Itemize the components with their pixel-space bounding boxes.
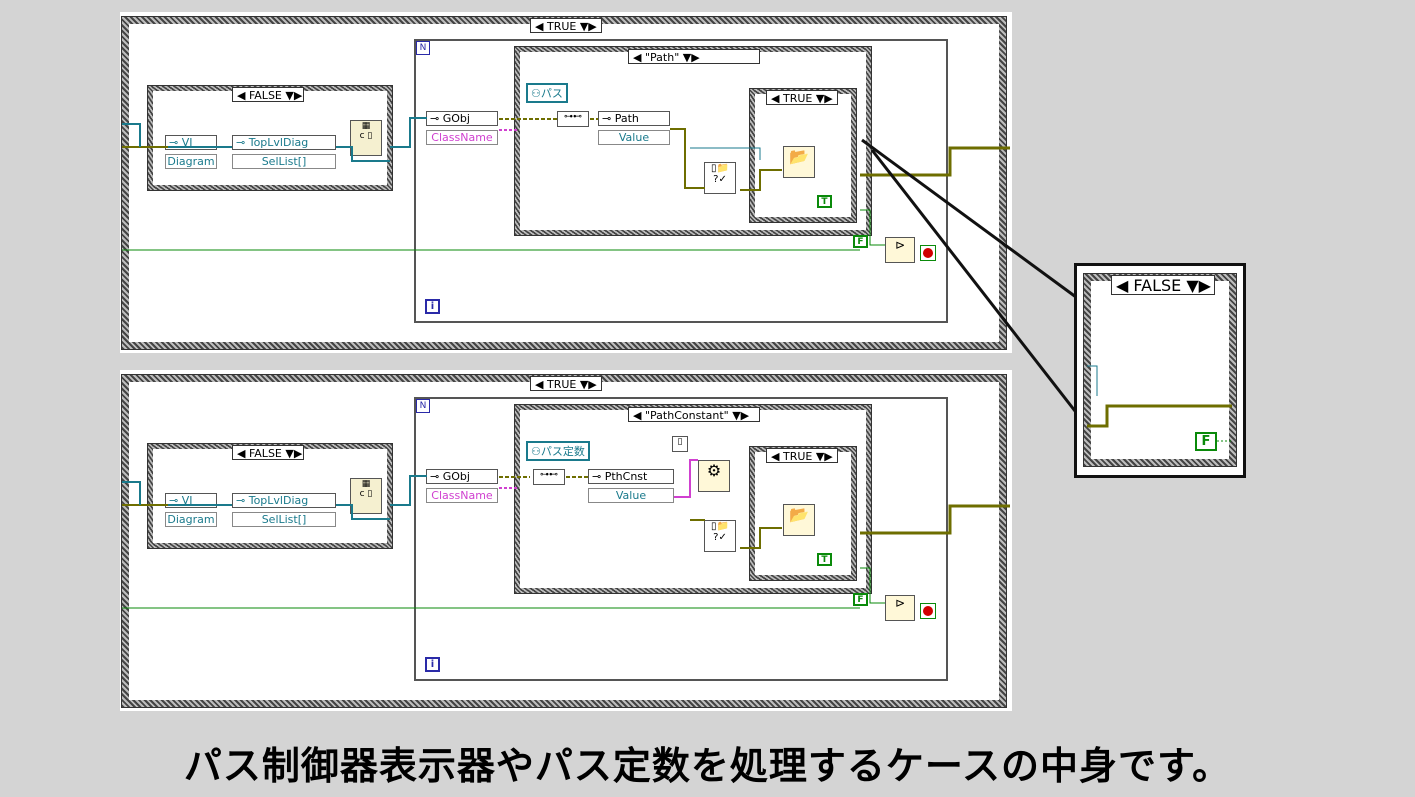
- false-constant: F: [853, 235, 868, 248]
- true-case-selector[interactable]: ◀ TRUE ▼▶: [766, 90, 838, 105]
- stop-terminal-icon: [920, 245, 936, 261]
- false-constant: F: [853, 593, 868, 606]
- true-case-selector[interactable]: ◀ TRUE ▼▶: [766, 448, 838, 463]
- inset-wires: [1087, 365, 1232, 442]
- true-constant: T: [817, 553, 832, 566]
- inner-false-selector[interactable]: ◀ FALSE ▼▶: [232, 445, 304, 460]
- caption-text: パス制御器表示器やパス定数を処理するケースの中身です。: [183, 744, 1232, 788]
- path-check-icon: ▯📁?✓: [704, 162, 736, 194]
- top-diagram-panel: ◀ TRUE ▼▶ ◀ FALSE ▼▶ ⊸ VI Diagram ⊸ TopL…: [120, 12, 1012, 353]
- array-index-icon: ▦c ▯: [350, 478, 382, 514]
- outer-case-selector[interactable]: ◀ TRUE ▼▶: [530, 18, 602, 33]
- inset-case-frame: [1083, 273, 1237, 467]
- class-constant: ⚇パス: [526, 83, 568, 103]
- class-constant: ⚇パス定数: [526, 441, 590, 461]
- bottom-diagram-panel: ◀ TRUE ▼▶ ◀ FALSE ▼▶ ⊸ VI Diagram ⊸ TopL…: [120, 370, 1012, 711]
- gobj-node[interactable]: ⊸ GObj: [426, 469, 498, 484]
- vi-diagram-property[interactable]: Diagram: [165, 512, 217, 527]
- path-node[interactable]: ⊸ Path: [598, 111, 670, 126]
- path-value-property[interactable]: Value: [588, 488, 674, 503]
- inset-false-constant: F: [1195, 432, 1217, 451]
- path-check-icon: ▯📁?✓: [704, 520, 736, 552]
- classname-property[interactable]: ClassName: [426, 130, 498, 145]
- pthcnst-node[interactable]: ⊸ PthCnst: [588, 469, 674, 484]
- class-case-selector[interactable]: ◀ "Path" ▼▶: [628, 49, 760, 64]
- true-constant: T: [817, 195, 832, 208]
- or-gate-icon: ⊳: [885, 237, 915, 263]
- toplvldiag-node[interactable]: ⊸ TopLvlDiag: [232, 135, 336, 150]
- loop-count-terminal: N: [416, 41, 430, 55]
- inset-case-selector[interactable]: ◀ FALSE ▼▶: [1111, 275, 1215, 295]
- loop-index-terminal: i: [425, 657, 440, 672]
- sellist-property[interactable]: SelList[]: [232, 512, 336, 527]
- vi-diagram-property[interactable]: Diagram: [165, 154, 217, 169]
- toplvldiag-node[interactable]: ⊸ TopLvlDiag: [232, 493, 336, 508]
- loop-count-terminal: N: [416, 399, 430, 413]
- enum-constant-icon: ▯: [672, 436, 688, 452]
- loop-index-terminal: i: [425, 299, 440, 314]
- open-folder-icon: 📂: [783, 504, 815, 536]
- sellist-property[interactable]: SelList[]: [232, 154, 336, 169]
- open-folder-icon: 📂: [783, 146, 815, 178]
- to-more-specific-icon: ⊶⊷: [557, 111, 589, 127]
- path-value-property[interactable]: Value: [598, 130, 670, 145]
- outer-case-selector[interactable]: ◀ TRUE ▼▶: [530, 376, 602, 391]
- true-case-structure: [749, 88, 857, 223]
- stop-terminal-icon: [920, 603, 936, 619]
- gobj-node[interactable]: ⊸ GObj: [426, 111, 498, 126]
- class-case-selector[interactable]: ◀ "PathConstant" ▼▶: [628, 407, 760, 422]
- or-gate-icon: ⊳: [885, 595, 915, 621]
- gear-icon: ⚙: [698, 460, 730, 492]
- inner-false-selector[interactable]: ◀ FALSE ▼▶: [232, 87, 304, 102]
- array-index-icon: ▦c ▯: [350, 120, 382, 156]
- inset-false-case: ◀ FALSE ▼▶ F: [1074, 263, 1246, 478]
- to-more-specific-icon: ⊶⊷: [533, 469, 565, 485]
- classname-property[interactable]: ClassName: [426, 488, 498, 503]
